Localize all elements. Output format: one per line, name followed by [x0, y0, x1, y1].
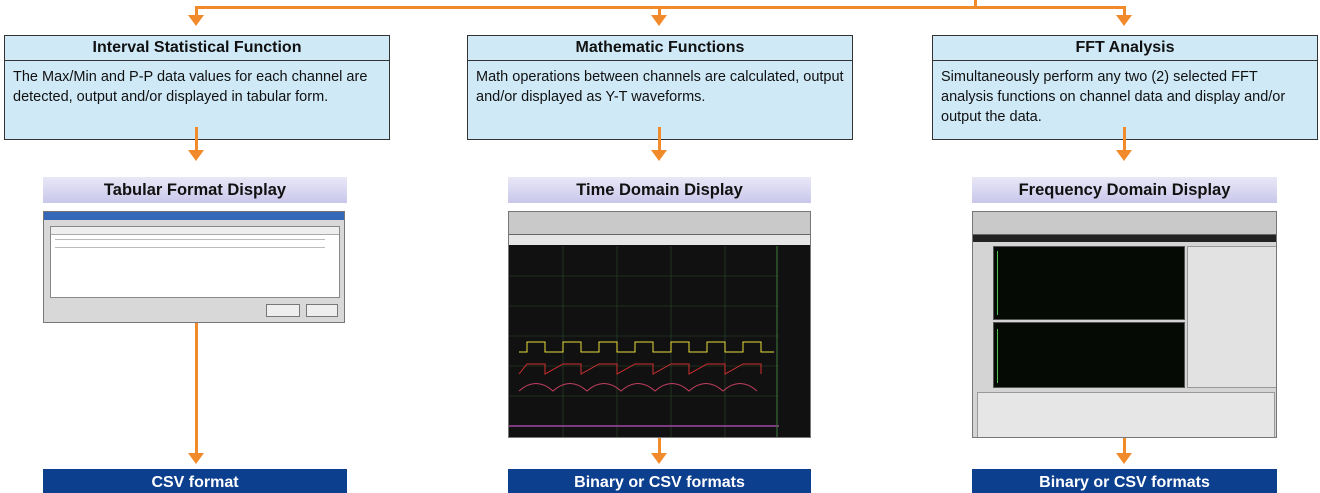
- box-title: Mathematic Functions: [468, 36, 852, 61]
- arrow-down-icon: [1116, 453, 1132, 464]
- connector-line: [195, 127, 198, 153]
- arrow-down-icon: [1116, 150, 1132, 161]
- arrow-down-icon: [1116, 15, 1132, 26]
- box-title: FFT Analysis: [933, 36, 1317, 61]
- arrow-down-icon: [651, 453, 667, 464]
- box-description: Math operations between channels are cal…: [476, 69, 844, 105]
- mathematic-functions-box: Mathematic Functions Math operations bet…: [467, 35, 853, 140]
- binary-csv-label-1: Binary or CSV formats: [508, 469, 811, 493]
- arrow-down-icon: [188, 150, 204, 161]
- drop-line-2: [658, 6, 661, 16]
- arrow-down-icon: [651, 150, 667, 161]
- arrow-down-icon: [651, 15, 667, 26]
- tabular-format-display-label: Tabular Format Display: [43, 177, 347, 203]
- tabular-display-screenshot: [43, 211, 345, 323]
- connector-line: [1123, 127, 1126, 153]
- top-connector-line: [196, 6, 1126, 9]
- box-title: Interval Statistical Function: [5, 36, 389, 61]
- interval-statistical-box: Interval Statistical Function The Max/Mi…: [4, 35, 390, 140]
- box-description: Simultaneously perform any two (2) selec…: [941, 69, 1286, 125]
- connector-line: [658, 127, 661, 153]
- time-domain-screenshot: [508, 211, 811, 438]
- box-description: The Max/Min and P-P data values for each…: [13, 69, 368, 105]
- csv-format-label: CSV format: [43, 469, 347, 493]
- arrow-down-icon: [188, 15, 204, 26]
- connector-line: [658, 438, 661, 456]
- frequency-domain-display-label: Frequency Domain Display: [972, 177, 1277, 203]
- waveform-plot: [509, 246, 779, 437]
- frequency-domain-screenshot: [972, 211, 1277, 438]
- root-connector-line: [974, 0, 977, 8]
- binary-csv-label-2: Binary or CSV formats: [972, 469, 1277, 493]
- time-domain-display-label: Time Domain Display: [508, 177, 811, 203]
- arrow-down-icon: [188, 453, 204, 464]
- connector-line: [1123, 438, 1126, 456]
- drop-line-1: [195, 6, 198, 16]
- fft-analysis-box: FFT Analysis Simultaneously perform any …: [932, 35, 1318, 140]
- connector-line: [195, 323, 198, 456]
- drop-line-3: [1123, 6, 1126, 16]
